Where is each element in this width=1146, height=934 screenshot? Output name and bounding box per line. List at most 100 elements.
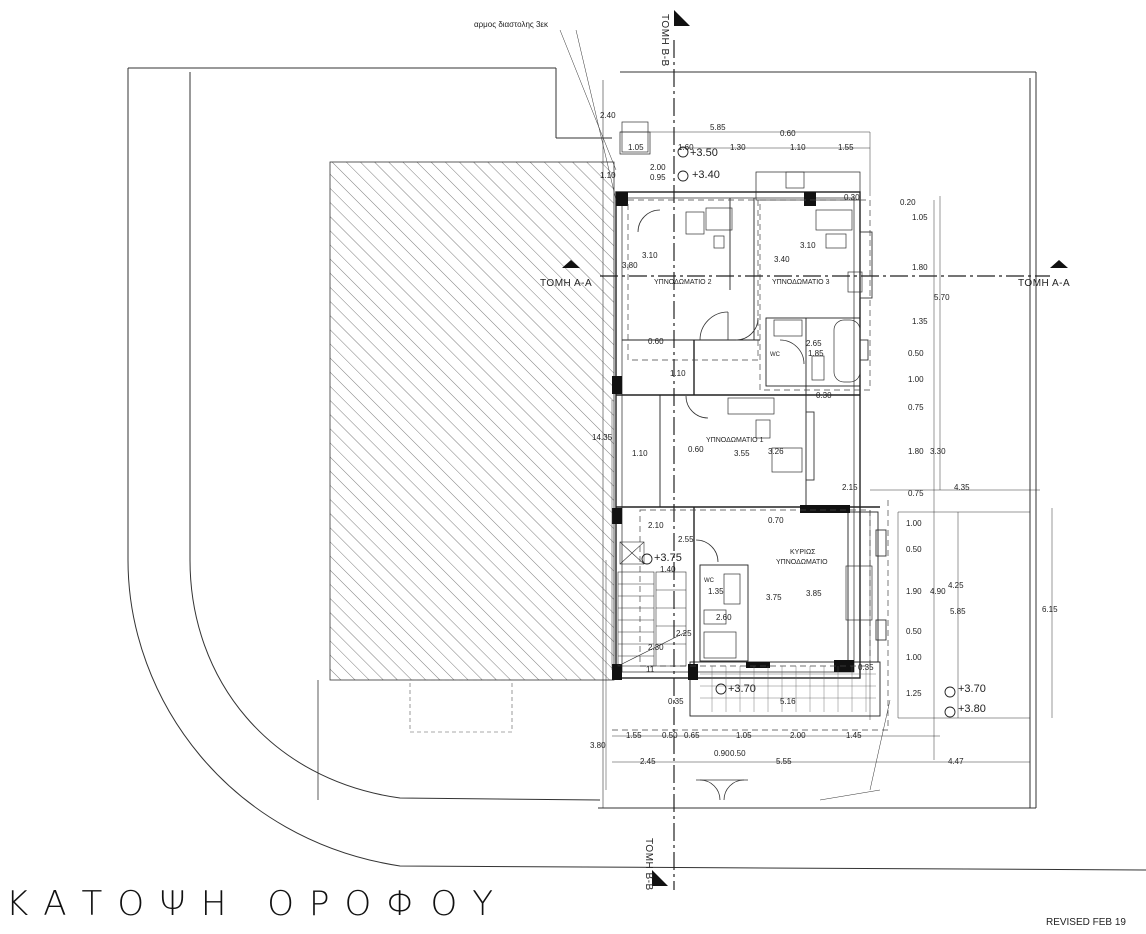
section-labels: ΤΟΜΗ Α-Α ΤΟΜΗ Α-Α ΤΟΜΗ Β-Β ΤΟΜΗ Β-Β (540, 14, 1070, 891)
dim-label: 0.50 (730, 749, 746, 758)
dim-label: 1.10 (670, 369, 686, 378)
room-label-bedroom-1: ΥΠΝΟΔΩΜΑΤΙΟ 1 (706, 437, 764, 444)
dim-label: 0.60 (648, 337, 664, 346)
dim-label: 0.20 (900, 198, 916, 207)
furniture (621, 121, 873, 659)
dim-label: 2.15 (842, 483, 858, 492)
dim-label: 1.55 (838, 143, 854, 152)
dim-label: 0.35 (668, 697, 684, 706)
dim-label: 0.90 (714, 749, 730, 758)
room-label-bedroom-2: ΥΠΝΟΔΩΜΑΤΙΟ 2 (654, 279, 712, 286)
dimension-lines (559, 29, 1053, 801)
dim-label: 1.05 (628, 143, 644, 152)
dim-label: 0.60 (688, 445, 704, 454)
room-label-wc-1: WC (770, 352, 781, 358)
dim-label: 1.90 (906, 587, 922, 596)
section-markers (562, 10, 1068, 886)
dim-label: 1.00 (906, 653, 922, 662)
dim-label: 1.60 (678, 143, 694, 152)
dim-label: 0.75 (908, 489, 924, 498)
dim-label: 2.25 (676, 629, 692, 638)
dim-label: 3.26 (768, 447, 784, 456)
dim-label: 4.35 (954, 483, 970, 492)
dim-label: 5.55 (776, 757, 792, 766)
dim-label: 0.95 (650, 173, 666, 182)
dim-label: 0.35 (858, 663, 874, 672)
dim-label: 1.45 (846, 731, 862, 740)
dim-label: 5.16 (780, 697, 796, 706)
dim-label: 1.05 (912, 213, 928, 222)
dim-label: 5.85 (710, 123, 726, 132)
room-label-bedroom-3: ΥΠΝΟΔΩΜΑΤΙΟ 3 (772, 279, 830, 286)
dim-label: 1.30 (730, 143, 746, 152)
section-bb-top-label: ΤΟΜΗ Β-Β (659, 14, 670, 67)
dim-label: 3.55 (734, 449, 750, 458)
dim-label: 3.80 (622, 261, 638, 270)
dim-label: 0.50 (906, 627, 922, 636)
dim-label: 4.47 (948, 757, 964, 766)
dim-label: 1.85 (808, 349, 824, 358)
hatched-area (317, 161, 615, 800)
balcony-tiling (700, 666, 876, 712)
dim-label: 0.50 (662, 731, 678, 740)
dim-label: 2.10 (648, 521, 664, 530)
dim-label: 1.10 (790, 143, 806, 152)
level-label-370a: +3.70 (728, 683, 756, 695)
dim-label: 5.85 (950, 607, 966, 616)
building-walls (615, 131, 881, 717)
dimension-labels: 5.85 0.60 1.60 1.30 1.10 1.55 2.40 1.05 … (590, 111, 1058, 766)
dim-label: 14.35 (592, 433, 613, 442)
dim-label: 2.30 (648, 643, 664, 652)
dim-label: 1.80 (908, 447, 924, 456)
dim-label: 1.35 (708, 587, 724, 596)
level-markers (641, 146, 956, 718)
expansion-joint-note: αρμος διαστολης 3εκ (474, 20, 548, 29)
dim-label: 1.10 (632, 449, 648, 458)
dim-label: 0.50 (906, 545, 922, 554)
dim-label: 0.75 (908, 403, 924, 412)
dim-label: 3.30 (930, 447, 946, 456)
dim-label: 2.00 (650, 163, 666, 172)
dim-label: 0.70 (768, 516, 784, 525)
dim-label: 3.75 (766, 593, 782, 602)
dim-label: 4.25 (948, 581, 964, 590)
dim-label: 3.40 (774, 255, 790, 264)
dim-label: 1.80 (912, 263, 928, 272)
dashed-overlay (612, 199, 890, 731)
level-label-350: +3.50 (690, 147, 718, 159)
staircase (617, 541, 687, 667)
level-label-340: +3.40 (692, 169, 720, 181)
dim-label: 0.30 (816, 391, 832, 400)
section-lines (600, 40, 1050, 890)
dim-label: 1.55 (626, 731, 642, 740)
site-boundary (127, 67, 1146, 871)
dim-label: 2.40 (600, 111, 616, 120)
level-label-375: +3.75 (654, 552, 682, 564)
dim-label: 0.50 (908, 349, 924, 358)
dim-label: 0.60 (780, 129, 796, 138)
room-labels: ΥΠΝΟΔΩΜΑΤΙΟ 2 ΥΠΝΟΔΩΜΑΤΙΟ 3 ΥΠΝΟΔΩΜΑΤΙΟ … (654, 279, 830, 584)
doors (637, 209, 805, 801)
dim-label: 3.10 (800, 241, 816, 250)
room-label-master-line2: ΥΠΝΟΔΩΜΑΤΙΟ (776, 559, 828, 566)
dim-label: 11 (646, 665, 655, 674)
dim-label: 2.60 (716, 613, 732, 622)
dim-label: 0.30 (844, 193, 860, 202)
dim-label: 5.70 (934, 293, 950, 302)
dim-label: 3.80 (590, 741, 606, 750)
dim-label: 3.85 (806, 589, 822, 598)
dim-label: 1.10 (600, 171, 616, 180)
dim-label: 6.15 (1042, 605, 1058, 614)
dim-label: 2.65 (806, 339, 822, 348)
dim-label: 0.65 (684, 731, 700, 740)
structural-columns (612, 192, 854, 680)
windows (805, 231, 887, 641)
dim-label: 4.90 (930, 587, 946, 596)
dim-label: 1.05 (736, 731, 752, 740)
dim-label: 1.35 (912, 317, 928, 326)
dim-label: 1.40 (660, 565, 676, 574)
level-label-370b: +3.70 (958, 683, 986, 695)
dim-label: 2.00 (790, 731, 806, 740)
